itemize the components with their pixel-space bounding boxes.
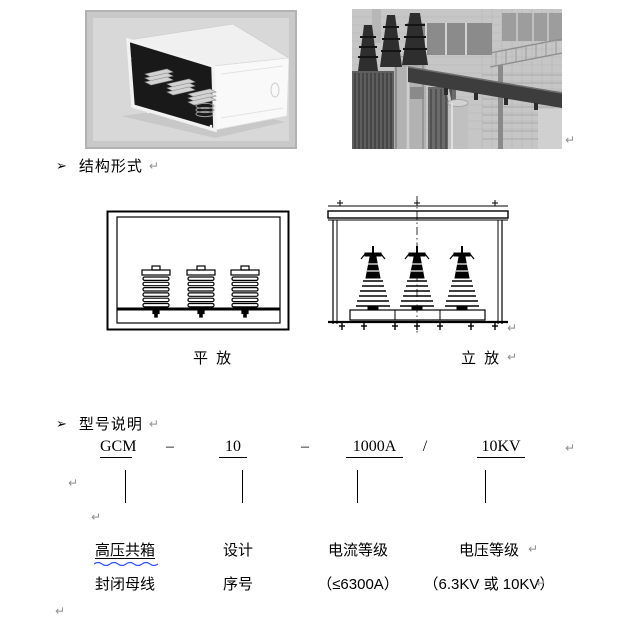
paragraph-mark-icon: ↵: [565, 441, 576, 455]
legend-col-design: 设计 序号: [223, 534, 253, 602]
paragraph-mark-icon: ↵: [536, 576, 547, 590]
arrow-bullet-icon: ➢: [56, 158, 67, 173]
model-prefix: GCM: [100, 438, 136, 458]
model-heading: ➢ 型号说明 ↵: [56, 413, 159, 434]
legend-voltage-line1: 电压等级: [458, 542, 519, 559]
paragraph-mark-icon: ↵: [565, 133, 576, 147]
connector-line-voltage: [484, 470, 486, 503]
legend-busbar-line2: 封闭母线: [94, 576, 156, 593]
busbar-box-illustration: [93, 18, 289, 141]
model-dash: –: [301, 438, 309, 455]
model-design-number: 10: [219, 438, 247, 458]
structure-heading-label: 结构形式: [78, 158, 143, 175]
structure-heading: ➢ 结构形式 ↵: [56, 155, 159, 176]
legend-voltage-line2: （6.3KV 或 10KV）: [423, 576, 555, 593]
model-heading-label: 型号说明: [78, 416, 143, 433]
connector-line-design: [241, 470, 243, 503]
paragraph-mark-icon: ↵: [91, 510, 102, 524]
legend-col-busbar: 高压共箱 封闭母线: [95, 534, 155, 602]
paragraph-mark-icon: ↵: [55, 604, 66, 618]
connector-line-current: [356, 470, 358, 503]
transformer-busduct-installation-photo: [352, 9, 563, 149]
paragraph-mark-icon: ↵: [68, 476, 79, 490]
legend-current-line2: （≤6300A）: [317, 576, 399, 593]
paragraph-mark-icon: ↵: [148, 416, 159, 431]
legend-col-current: 电流等级 （≤6300A）: [317, 534, 399, 602]
enclosed-busbar-box-photo: [85, 10, 297, 149]
model-current-rating: 1000A: [346, 438, 403, 458]
legend-design-line1: 设计: [222, 542, 254, 559]
legend-current-line1: 电流等级: [327, 542, 389, 559]
vertical-placement-caption: 立 放: [461, 350, 502, 367]
paragraph-mark-icon: ↵: [507, 321, 518, 335]
connector-line-prefix: [124, 470, 126, 503]
model-slash: /: [422, 438, 428, 455]
transformer-scene-illustration: [352, 9, 563, 149]
vertical-placement-drawing: [327, 196, 509, 334]
legend-design-line2: 序号: [222, 576, 254, 593]
arrow-bullet-icon: ➢: [56, 416, 67, 431]
paragraph-mark-icon: ↵: [528, 542, 539, 556]
flat-placement-drawing: [106, 210, 290, 331]
legend-col-voltage: 电压等级 （6.3KV 或 10KV）: [424, 534, 555, 602]
flat-placement-caption: 平 放: [193, 350, 234, 367]
paragraph-mark-icon: ↵: [507, 350, 518, 364]
model-dash: –: [166, 438, 174, 455]
legend-busbar-line1: 高压共箱: [94, 542, 156, 559]
model-voltage-rating: 10KV: [477, 438, 525, 458]
spellcheck-wavy-underline-icon: [94, 561, 158, 566]
paragraph-mark-icon: ↵: [148, 158, 159, 173]
